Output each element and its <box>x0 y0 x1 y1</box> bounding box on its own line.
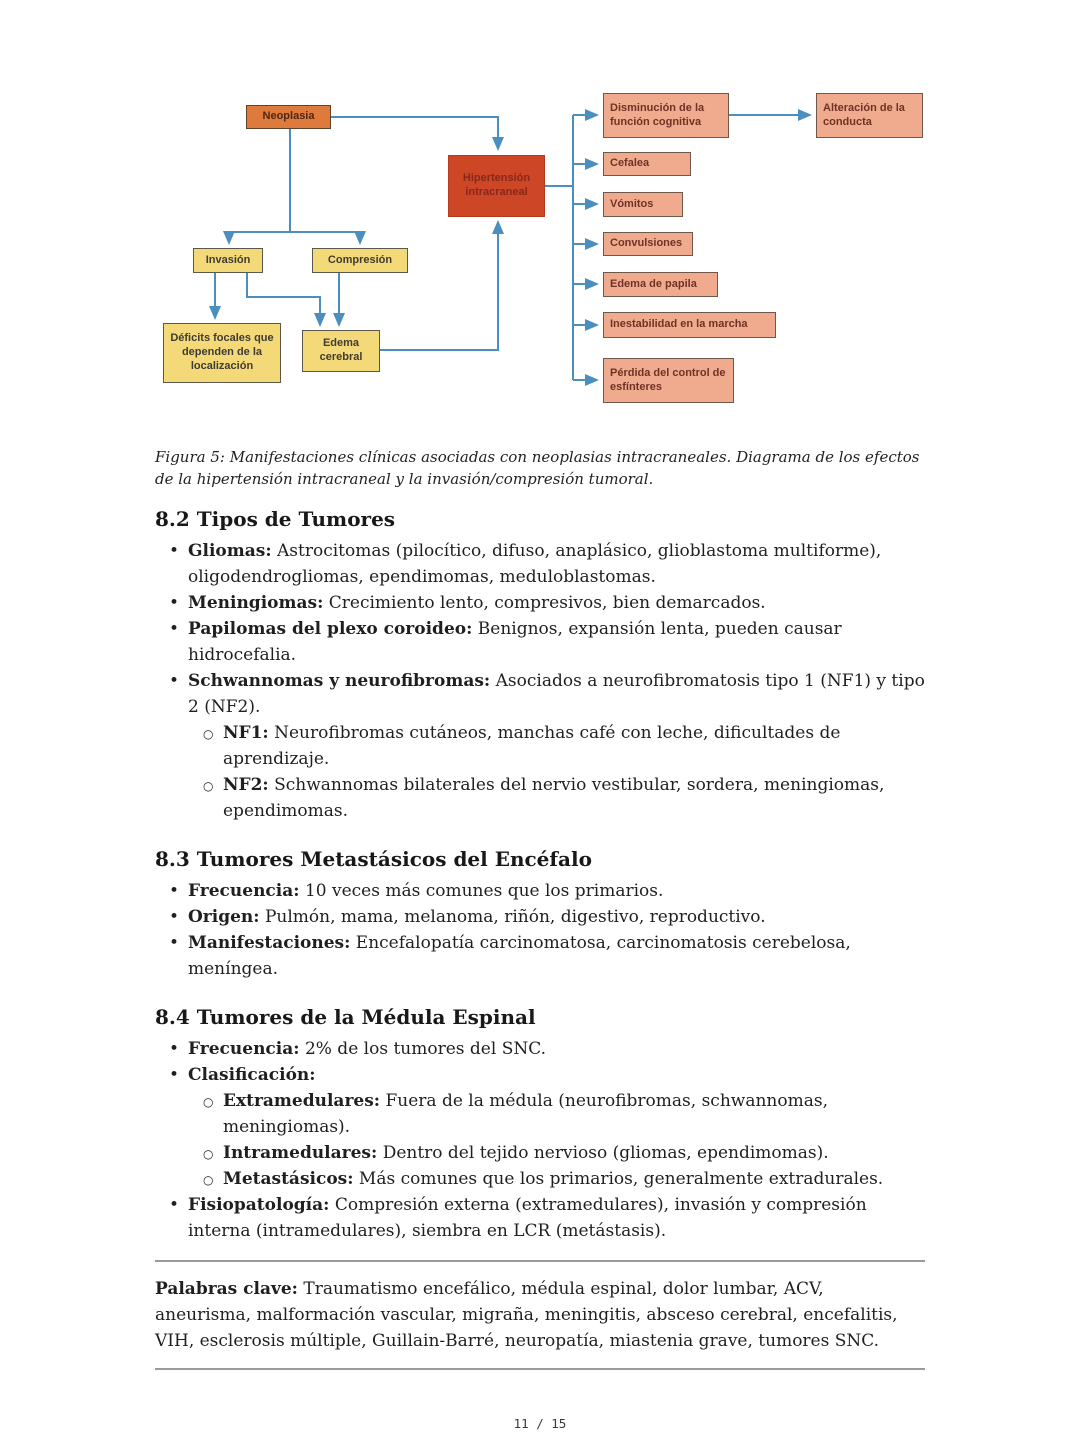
list-item: Fisiopatología: Compresión externa (extr… <box>155 1192 925 1244</box>
flowchart-node-inestabilidad-marcha: Inestabilidad en la marcha <box>603 312 776 338</box>
keywords-paragraph: Palabras clave: Traumatismo encefálico, … <box>155 1276 925 1354</box>
item-label: Schwannomas y neurofibromas: <box>188 671 491 691</box>
item-label: Frecuencia: <box>188 1039 300 1059</box>
item-text: Dentro del tejido nervioso (gliomas, epe… <box>382 1143 829 1163</box>
section-heading-8-3: 8.3 Tumores Metastásicos del Encéfalo <box>155 847 592 871</box>
item-label: Gliomas: <box>188 541 272 561</box>
figure-caption: Figura 5: Manifestaciones clínicas asoci… <box>155 448 920 488</box>
flowchart-node-deficits-focales: Déficits focales que dependen de la loca… <box>163 323 281 383</box>
item-text: Asociados a neurofibromatosis tipo 1 (NF… <box>188 671 925 717</box>
item-text: Schwannomas bilaterales del nervio vesti… <box>223 775 885 821</box>
section-heading-8-2: 8.2 Tipos de Tumores <box>155 507 396 531</box>
flowchart-node-vomitos: Vómitos <box>603 192 683 217</box>
item-label: Origen: <box>188 907 260 927</box>
list-item: Meningiomas: Crecimiento lento, compresi… <box>155 590 925 616</box>
divider-bottom <box>155 1368 925 1370</box>
bullet-list-8-3: Frecuencia: 10 veces más comunes que los… <box>155 878 925 982</box>
list-item: Gliomas: Astrocitomas (pilocítico, difus… <box>155 538 925 590</box>
flowchart-node-perdida-control-esfinteres: Pérdida del control de esfínteres <box>603 358 734 403</box>
item-text: Encefalopatía carcinomatosa, carcinomato… <box>188 933 851 979</box>
item-text: Pulmón, mama, melanoma, riñón, digestivo… <box>264 907 766 927</box>
flowchart-node-cefalea: Cefalea <box>603 152 691 176</box>
item-text: Fuera de la médula (neurofibromas, schwa… <box>223 1091 828 1137</box>
bullet-list-8-2: Gliomas: Astrocitomas (pilocítico, difus… <box>155 538 925 824</box>
item-label: Clasificación: <box>188 1065 316 1085</box>
item-text: 2% de los tumores del SNC. <box>304 1039 547 1059</box>
list-item: Manifestaciones: Encefalopatía carcinoma… <box>155 930 925 982</box>
item-text: Crecimiento lento, compresivos, bien dem… <box>328 593 766 613</box>
figure-diagram: Neoplasia Hipertensión intracraneal Inva… <box>155 90 925 420</box>
flowchart-node-compresion: Compresión <box>312 248 408 273</box>
sub-list-item: NF2: Schwannomas bilaterales del nervio … <box>189 772 925 824</box>
item-text: 10 veces más comunes que los primarios. <box>304 881 664 901</box>
flowchart-node-edema-cerebral: Edema cerebral <box>302 330 380 372</box>
item-label: Manifestaciones: <box>188 933 351 953</box>
keywords-label: Palabras clave: <box>155 1279 298 1299</box>
item-label: Extramedulares: <box>223 1091 381 1111</box>
item-text: Astrocitomas (pilocítico, difuso, anaplá… <box>188 541 882 587</box>
keywords-text: Traumatismo encefálico, médula espinal, … <box>155 1279 898 1351</box>
item-label: NF2: <box>223 775 269 795</box>
flowchart-node-alteracion-conducta: Alteración de la conducta <box>816 93 923 138</box>
sub-list-item: Intramedulares: Dentro del tejido nervio… <box>189 1140 925 1167</box>
bullet-list-8-4: Frecuencia: 2% de los tumores del SNC. C… <box>155 1036 925 1244</box>
sub-list-item: NF1: Neurofibromas cutáneos, manchas caf… <box>189 720 925 772</box>
item-text: Benignos, expansión lenta, pueden causar… <box>188 619 842 665</box>
flowchart-node-edema-de-papila: Edema de papila <box>603 272 718 297</box>
list-item: Papilomas del plexo coroideo: Benignos, … <box>155 616 925 668</box>
item-text: Más comunes que los primarios, generalme… <box>358 1169 884 1189</box>
sub-list-item: Extramedulares: Fuera de la médula (neur… <box>189 1088 925 1140</box>
item-label: Frecuencia: <box>188 881 300 901</box>
list-item: Frecuencia: 10 veces más comunes que los… <box>155 878 925 904</box>
item-label: Metastásicos: <box>223 1169 354 1189</box>
item-label: NF1: <box>223 723 269 743</box>
flowchart-node-disminucion-funcion-cognitiva: Disminución de la función cognitiva <box>603 93 729 138</box>
sub-list-item: Metastásicos: Más comunes que los primar… <box>189 1166 925 1193</box>
item-label: Papilomas del plexo coroideo: <box>188 619 473 639</box>
item-label: Meningiomas: <box>188 593 324 613</box>
list-item: Frecuencia: 2% de los tumores del SNC. <box>155 1036 925 1062</box>
flowchart-node-convulsiones: Convulsiones <box>603 232 693 256</box>
item-label: Intramedulares: <box>223 1143 378 1163</box>
list-item: Origen: Pulmón, mama, melanoma, riñón, d… <box>155 904 925 930</box>
flowchart-node-neoplasia: Neoplasia <box>246 105 331 129</box>
section-heading-8-4: 8.4 Tumores de la Médula Espinal <box>155 1005 536 1029</box>
list-item: Clasificación: <box>155 1062 925 1088</box>
item-label: Fisiopatología: <box>188 1195 330 1215</box>
flowchart-node-invasion: Invasión <box>193 248 263 273</box>
list-item: Schwannomas y neurofibromas: Asociados a… <box>155 668 925 720</box>
item-text: Compresión externa (extramedulares), inv… <box>188 1195 867 1241</box>
divider-top <box>155 1260 925 1262</box>
page-number: 11 / 15 <box>513 1416 567 1431</box>
item-text: Neurofibromas cutáneos, manchas café con… <box>223 723 841 769</box>
flowchart-node-hipertension-intracraneal: Hipertensión intracraneal <box>448 155 545 217</box>
